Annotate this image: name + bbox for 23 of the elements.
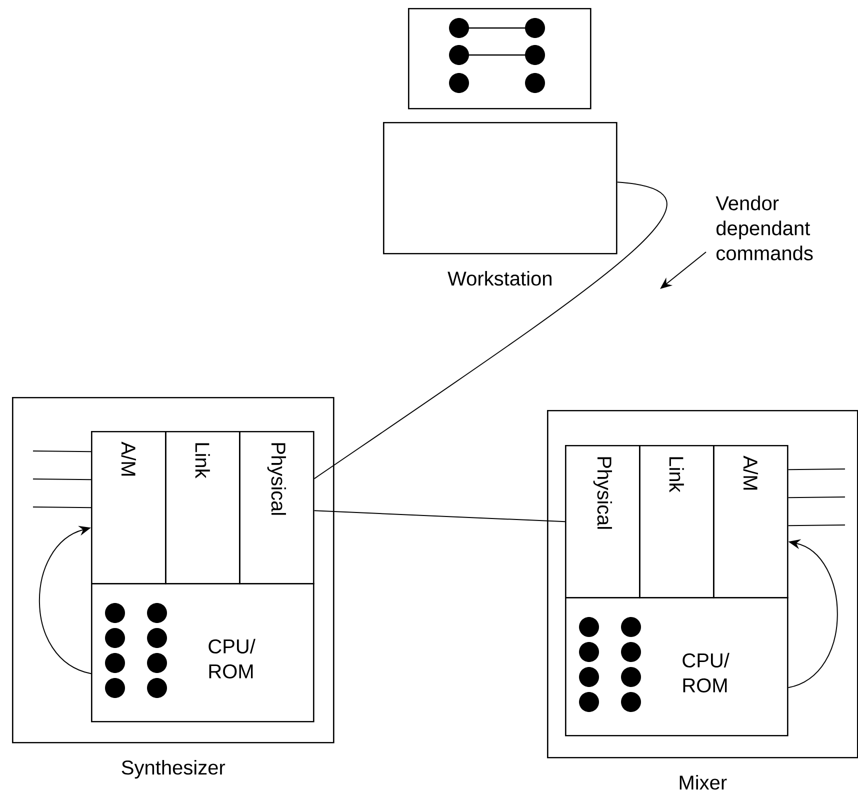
signal-line	[32, 506, 92, 508]
display-box	[408, 8, 592, 110]
signal-line	[788, 468, 846, 470]
processor-cell: CPU/ ROM	[565, 597, 788, 736]
signal-line	[788, 496, 846, 498]
signal-line	[32, 478, 92, 480]
processor-cell: CPU/ ROM	[91, 583, 314, 722]
node-label: Synthesizer	[122, 760, 226, 779]
connector-arrow	[38, 526, 92, 674]
layer-cell: Physical	[565, 445, 640, 598]
node-label: Mixer	[680, 774, 727, 790]
node-label: Workstation	[448, 270, 552, 286]
annotation-text: Vendor dependant commands	[716, 196, 813, 260]
layer-cell: Link	[639, 445, 714, 598]
signal-line	[788, 524, 846, 526]
layer-cell: Physical	[239, 431, 314, 584]
layer-cell: A/M	[713, 445, 788, 598]
layer-cell: A/M	[91, 431, 166, 584]
signal-line	[32, 450, 92, 452]
device-box: Workstation	[383, 122, 618, 286]
cable-line	[314, 510, 566, 522]
cable-line	[314, 182, 668, 480]
layer-cell: Link	[165, 431, 240, 584]
